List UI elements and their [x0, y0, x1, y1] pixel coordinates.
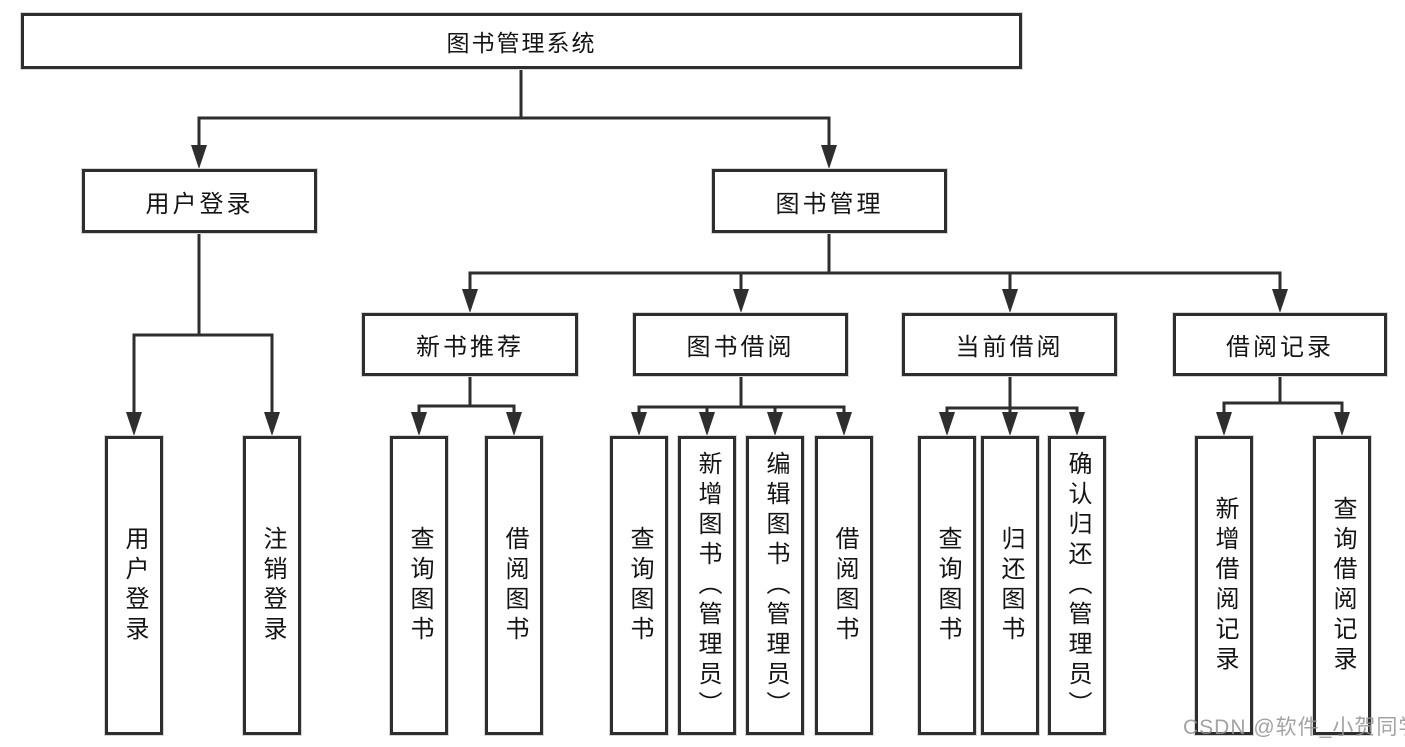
node-root-system: 图书管理系统: [21, 13, 1022, 69]
branch-book-management: [462, 231, 1288, 313]
node-current-borrow: 当前借阅: [902, 313, 1117, 376]
branch-root: [191, 67, 837, 169]
leaf-edit-book-admin-label: 编辑图书（管理员）: [762, 450, 789, 721]
leaf-add-borrow-record-label: 新增借阅记录: [1211, 495, 1238, 676]
leaf-user-login-label: 用户登录: [121, 525, 148, 646]
leaf-query-borrow-record: 查询借阅记录: [1313, 436, 1371, 735]
leaf-return-books: 归还图书: [981, 436, 1039, 735]
leaf-confirm-return-admin: 确认归还（管理员）: [1048, 436, 1106, 735]
leaf-query-books-borrow: 查询图书: [610, 436, 668, 735]
branch-borrow-records: [1216, 374, 1350, 436]
leaf-borrow-books-recommend-label: 借阅图书: [501, 525, 528, 646]
leaf-logout: 注销登录: [243, 436, 301, 735]
leaf-confirm-return-admin-label: 确认归还（管理员）: [1064, 450, 1091, 721]
leaf-query-borrow-record-label: 查询借阅记录: [1329, 495, 1356, 676]
node-user-login: 用户登录: [82, 169, 317, 233]
leaf-query-books-borrow-label: 查询图书: [626, 525, 653, 646]
branch-book-borrow: [631, 374, 852, 436]
leaf-add-book-admin: 新增图书（管理员）: [678, 436, 736, 735]
leaf-add-borrow-record: 新增借阅记录: [1195, 436, 1253, 735]
leaf-edit-book-admin: 编辑图书（管理员）: [746, 436, 804, 735]
leaf-query-books-current-label: 查询图书: [934, 525, 961, 646]
leaf-query-books-current: 查询图书: [918, 436, 976, 735]
leaf-borrow-books-label: 借阅图书: [831, 525, 858, 646]
leaf-borrow-books-recommend: 借阅图书: [485, 436, 543, 735]
leaf-query-books-recommend-label: 查询图书: [406, 525, 433, 646]
node-book-borrow: 图书借阅: [633, 313, 848, 376]
leaf-return-books-label: 归还图书: [997, 525, 1024, 646]
node-new-book-recommend: 新书推荐: [362, 313, 578, 376]
leaf-add-book-admin-label: 新增图书（管理员）: [694, 450, 721, 721]
csdn-watermark: CSDN @软件_小贺同学: [1183, 716, 1405, 739]
leaf-query-books-recommend: 查询图书: [390, 436, 448, 735]
leaf-logout-label: 注销登录: [259, 525, 286, 646]
branch-user-login: [126, 231, 280, 436]
node-borrow-records: 借阅记录: [1173, 313, 1387, 376]
branch-current-borrow: [939, 374, 1085, 436]
node-book-management: 图书管理: [712, 169, 947, 233]
leaf-user-login: 用户登录: [105, 436, 163, 735]
branch-new-book-recommend: [411, 374, 522, 436]
leaf-borrow-books: 借阅图书: [815, 436, 873, 735]
